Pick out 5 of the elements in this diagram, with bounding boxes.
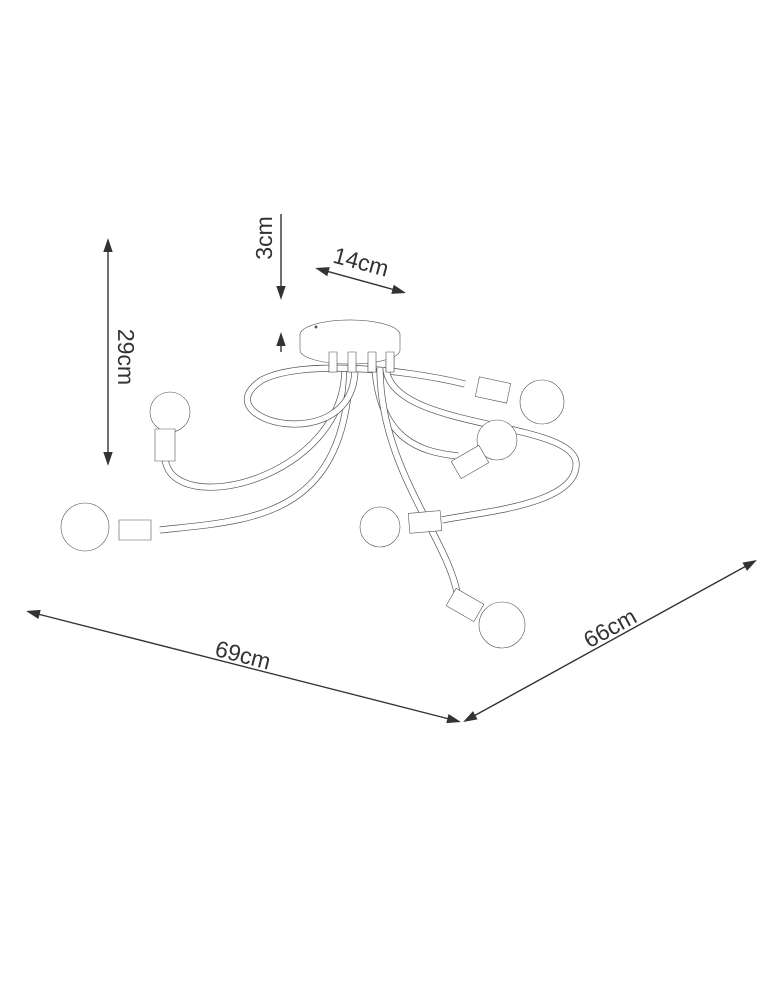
dimension-label: 3cm xyxy=(256,218,272,259)
dimension-label: 29cm xyxy=(118,330,134,384)
dimension-label: 14cm xyxy=(334,248,388,276)
dimension-label: 69cm xyxy=(216,642,270,670)
dimension-label: 66cm xyxy=(584,612,638,646)
